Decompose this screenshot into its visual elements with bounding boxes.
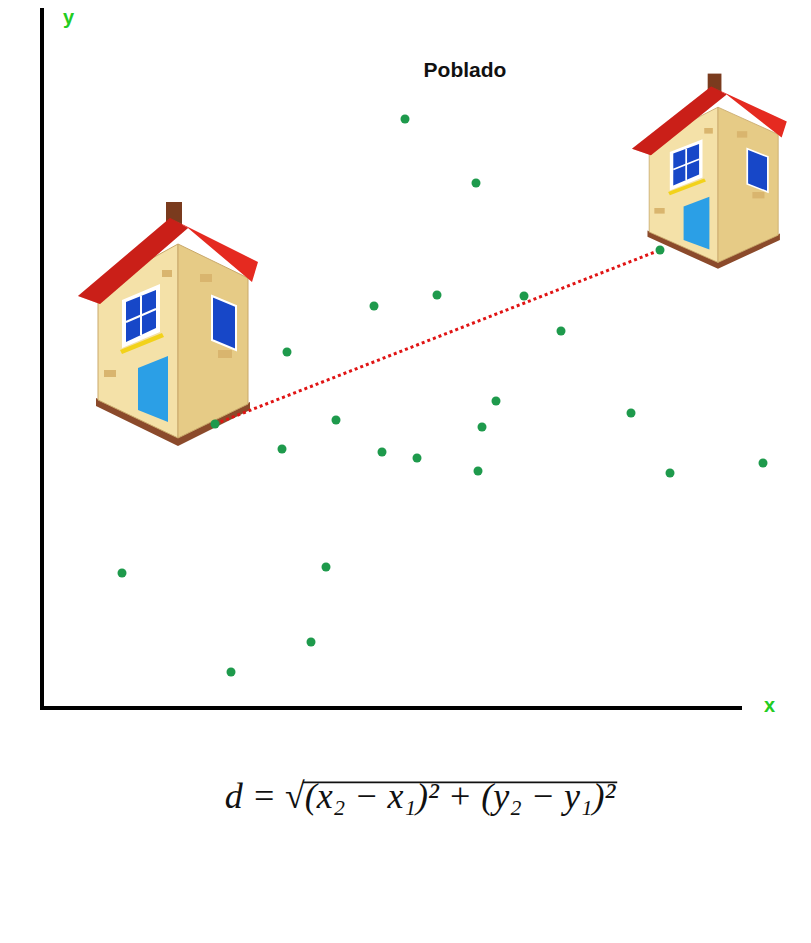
point — [492, 397, 501, 406]
point — [557, 327, 566, 336]
x-axis — [40, 706, 742, 710]
point — [332, 416, 341, 425]
house-left — [78, 202, 258, 446]
point — [627, 409, 636, 418]
point — [478, 423, 487, 432]
point — [211, 420, 220, 429]
point — [401, 115, 410, 124]
point — [322, 563, 331, 572]
plot-title: Poblado — [424, 58, 507, 82]
point — [474, 467, 483, 476]
distance-formula: d = √(x₂ − x₁)² + (y₂ − y₁)² — [225, 768, 615, 826]
point — [118, 569, 127, 578]
axis-label: x — [764, 694, 775, 717]
point — [759, 459, 768, 468]
point — [227, 668, 236, 677]
point — [370, 302, 379, 311]
axis-label: y — [63, 6, 74, 29]
point — [307, 638, 316, 647]
axis-label: x — [764, 694, 775, 717]
point — [433, 291, 442, 300]
plot-title: Poblado — [424, 58, 507, 82]
distance-line — [215, 250, 660, 424]
distance-formula: d = √(x₂ − x₁)² + (y₂ − y₁)² — [225, 768, 615, 826]
y-axis — [40, 8, 44, 708]
axis-label: y — [63, 6, 74, 29]
point — [666, 469, 675, 478]
house-right — [632, 74, 787, 269]
point — [520, 292, 529, 301]
point — [413, 454, 422, 463]
point — [283, 348, 292, 357]
point — [656, 246, 665, 255]
point — [472, 179, 481, 188]
point — [278, 445, 287, 454]
point — [378, 448, 387, 457]
